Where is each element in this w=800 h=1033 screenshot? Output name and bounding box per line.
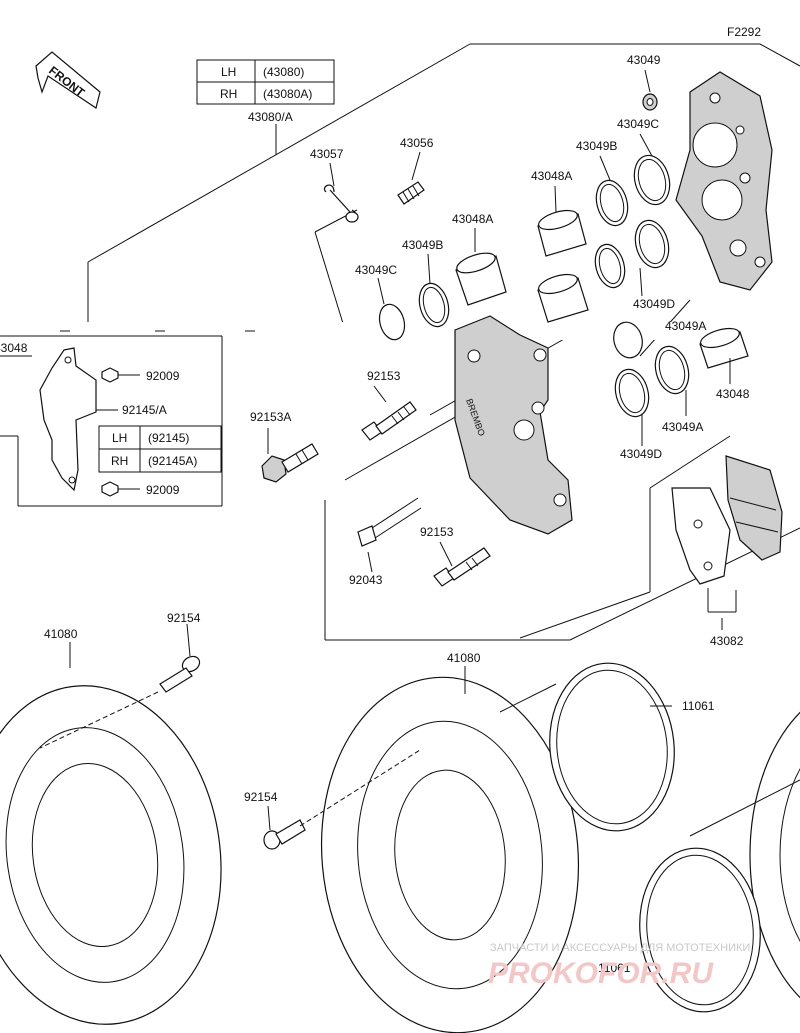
- bolt-92153A: [261, 443, 319, 483]
- leader-lines: [0, 69, 731, 831]
- bolt-92154-top: [159, 655, 201, 693]
- caliper-lh-label: LH: [221, 65, 236, 79]
- brake-disc-right-partial: [749, 711, 800, 999]
- front-arrow-icon: FRONT: [35, 51, 101, 109]
- piston-43048A-1: [537, 209, 587, 257]
- bolt-92009-2: [101, 481, 140, 497]
- watermark-line1: ЗАПЧАСТИ И АКСЕССУАРЫ ДЛЯ МОТОТЕХНИКИ: [490, 942, 750, 954]
- caliper-rh-part: (43080A): [263, 87, 312, 101]
- callout-43049B-top: 43049B: [576, 139, 617, 153]
- callout-43048A-2: 43048A: [452, 212, 493, 226]
- callout-92009-2: 92009: [146, 483, 180, 497]
- washer-43049: [642, 93, 658, 111]
- callout-43080A: 43080/A: [248, 110, 293, 124]
- callout-43057: 43057: [310, 147, 344, 161]
- bolt-92154-bottom: [263, 819, 306, 850]
- callout-92154-bottom: 92154: [244, 790, 278, 804]
- callout-41080-mid: 41080: [447, 651, 481, 665]
- callout-labels: 43080/A 43049 43049C 43049B 43057 43056 …: [0, 53, 750, 975]
- bracket-lh-label: LH: [112, 431, 127, 445]
- callout-43082: 43082: [710, 634, 744, 648]
- piston-43048-right: [699, 327, 749, 369]
- caliper-lh-part: (43080): [263, 65, 304, 79]
- callout-92154-top: 92154: [167, 611, 201, 625]
- callout-92009-1: 92009: [146, 369, 180, 383]
- callout-43056: 43056: [400, 136, 434, 150]
- callout-43049D-1: 43049D: [633, 297, 675, 311]
- gasket-11061-2: [639, 847, 761, 1013]
- bleeder-cap-43057: [324, 184, 359, 223]
- caliper-side-table: LH (43080) RH (43080A): [196, 59, 335, 105]
- bolt-92153-1: [361, 401, 417, 441]
- bracket-side-table: LH (92145) RH (92145A): [98, 425, 222, 473]
- callout-43049-top: 43049: [627, 53, 661, 67]
- callout-11061-2: 11061: [598, 961, 631, 975]
- piston-43048-cut: [537, 273, 589, 323]
- diagram-code: F2292: [727, 25, 761, 39]
- gasket-11061-1: [549, 662, 675, 832]
- bracket-frame: [0, 335, 223, 507]
- callout-43049D-2: 43049D: [620, 447, 662, 461]
- callout-43049C-2: 43049C: [355, 263, 397, 277]
- callout-41080-left: 41080: [44, 627, 78, 641]
- callout-43049A-cut: 43049A: [665, 319, 706, 333]
- callout-43049B-2: 43049B: [402, 238, 443, 252]
- pin-92043: [357, 497, 422, 547]
- watermark: ЗАПЧАСТИ И АКСЕССУАРЫ ДЛЯ МОТОТЕХНИКИ PR…: [488, 942, 750, 990]
- seals: [378, 154, 690, 418]
- callout-92153-2: 92153: [420, 525, 454, 539]
- bracket-rh-part: (92145A): [148, 454, 197, 468]
- bracket-92145: [39, 347, 97, 492]
- piston-43048A-2: [455, 252, 507, 306]
- caliper-body: [675, 71, 773, 291]
- brake-disc-41080-mid: [320, 676, 580, 1033]
- callout-43048-right: 43048: [716, 387, 750, 401]
- callout-92153A: 92153A: [250, 410, 291, 424]
- brake-pads-43082: [671, 455, 783, 613]
- bracket-lh-part: (92145): [148, 431, 189, 445]
- callout-43048-left: 43048: [0, 341, 28, 355]
- bolt-92153-2: [433, 547, 491, 587]
- callout-92153-1: 92153: [367, 369, 401, 383]
- callout-43049A-2: 43049A: [662, 420, 703, 434]
- callout-92043: 92043: [349, 573, 383, 587]
- bleeder-valve-43056: [397, 181, 425, 205]
- callout-92145A: 92145/A: [122, 403, 167, 417]
- callout-43048A-1: 43048A: [531, 169, 572, 183]
- bracket-rh-label: RH: [111, 454, 128, 468]
- caliper-rh-label: RH: [220, 87, 237, 101]
- callout-43049C-top: 43049C: [617, 117, 659, 131]
- watermark-line2: PROKOFOR.RU: [488, 957, 714, 990]
- brake-disc-41080-left: [0, 685, 222, 1025]
- caliper-body-2: BREMBO: [454, 315, 573, 535]
- callout-11061-1: 11061: [682, 699, 715, 713]
- bolt-92009-1: [101, 367, 140, 383]
